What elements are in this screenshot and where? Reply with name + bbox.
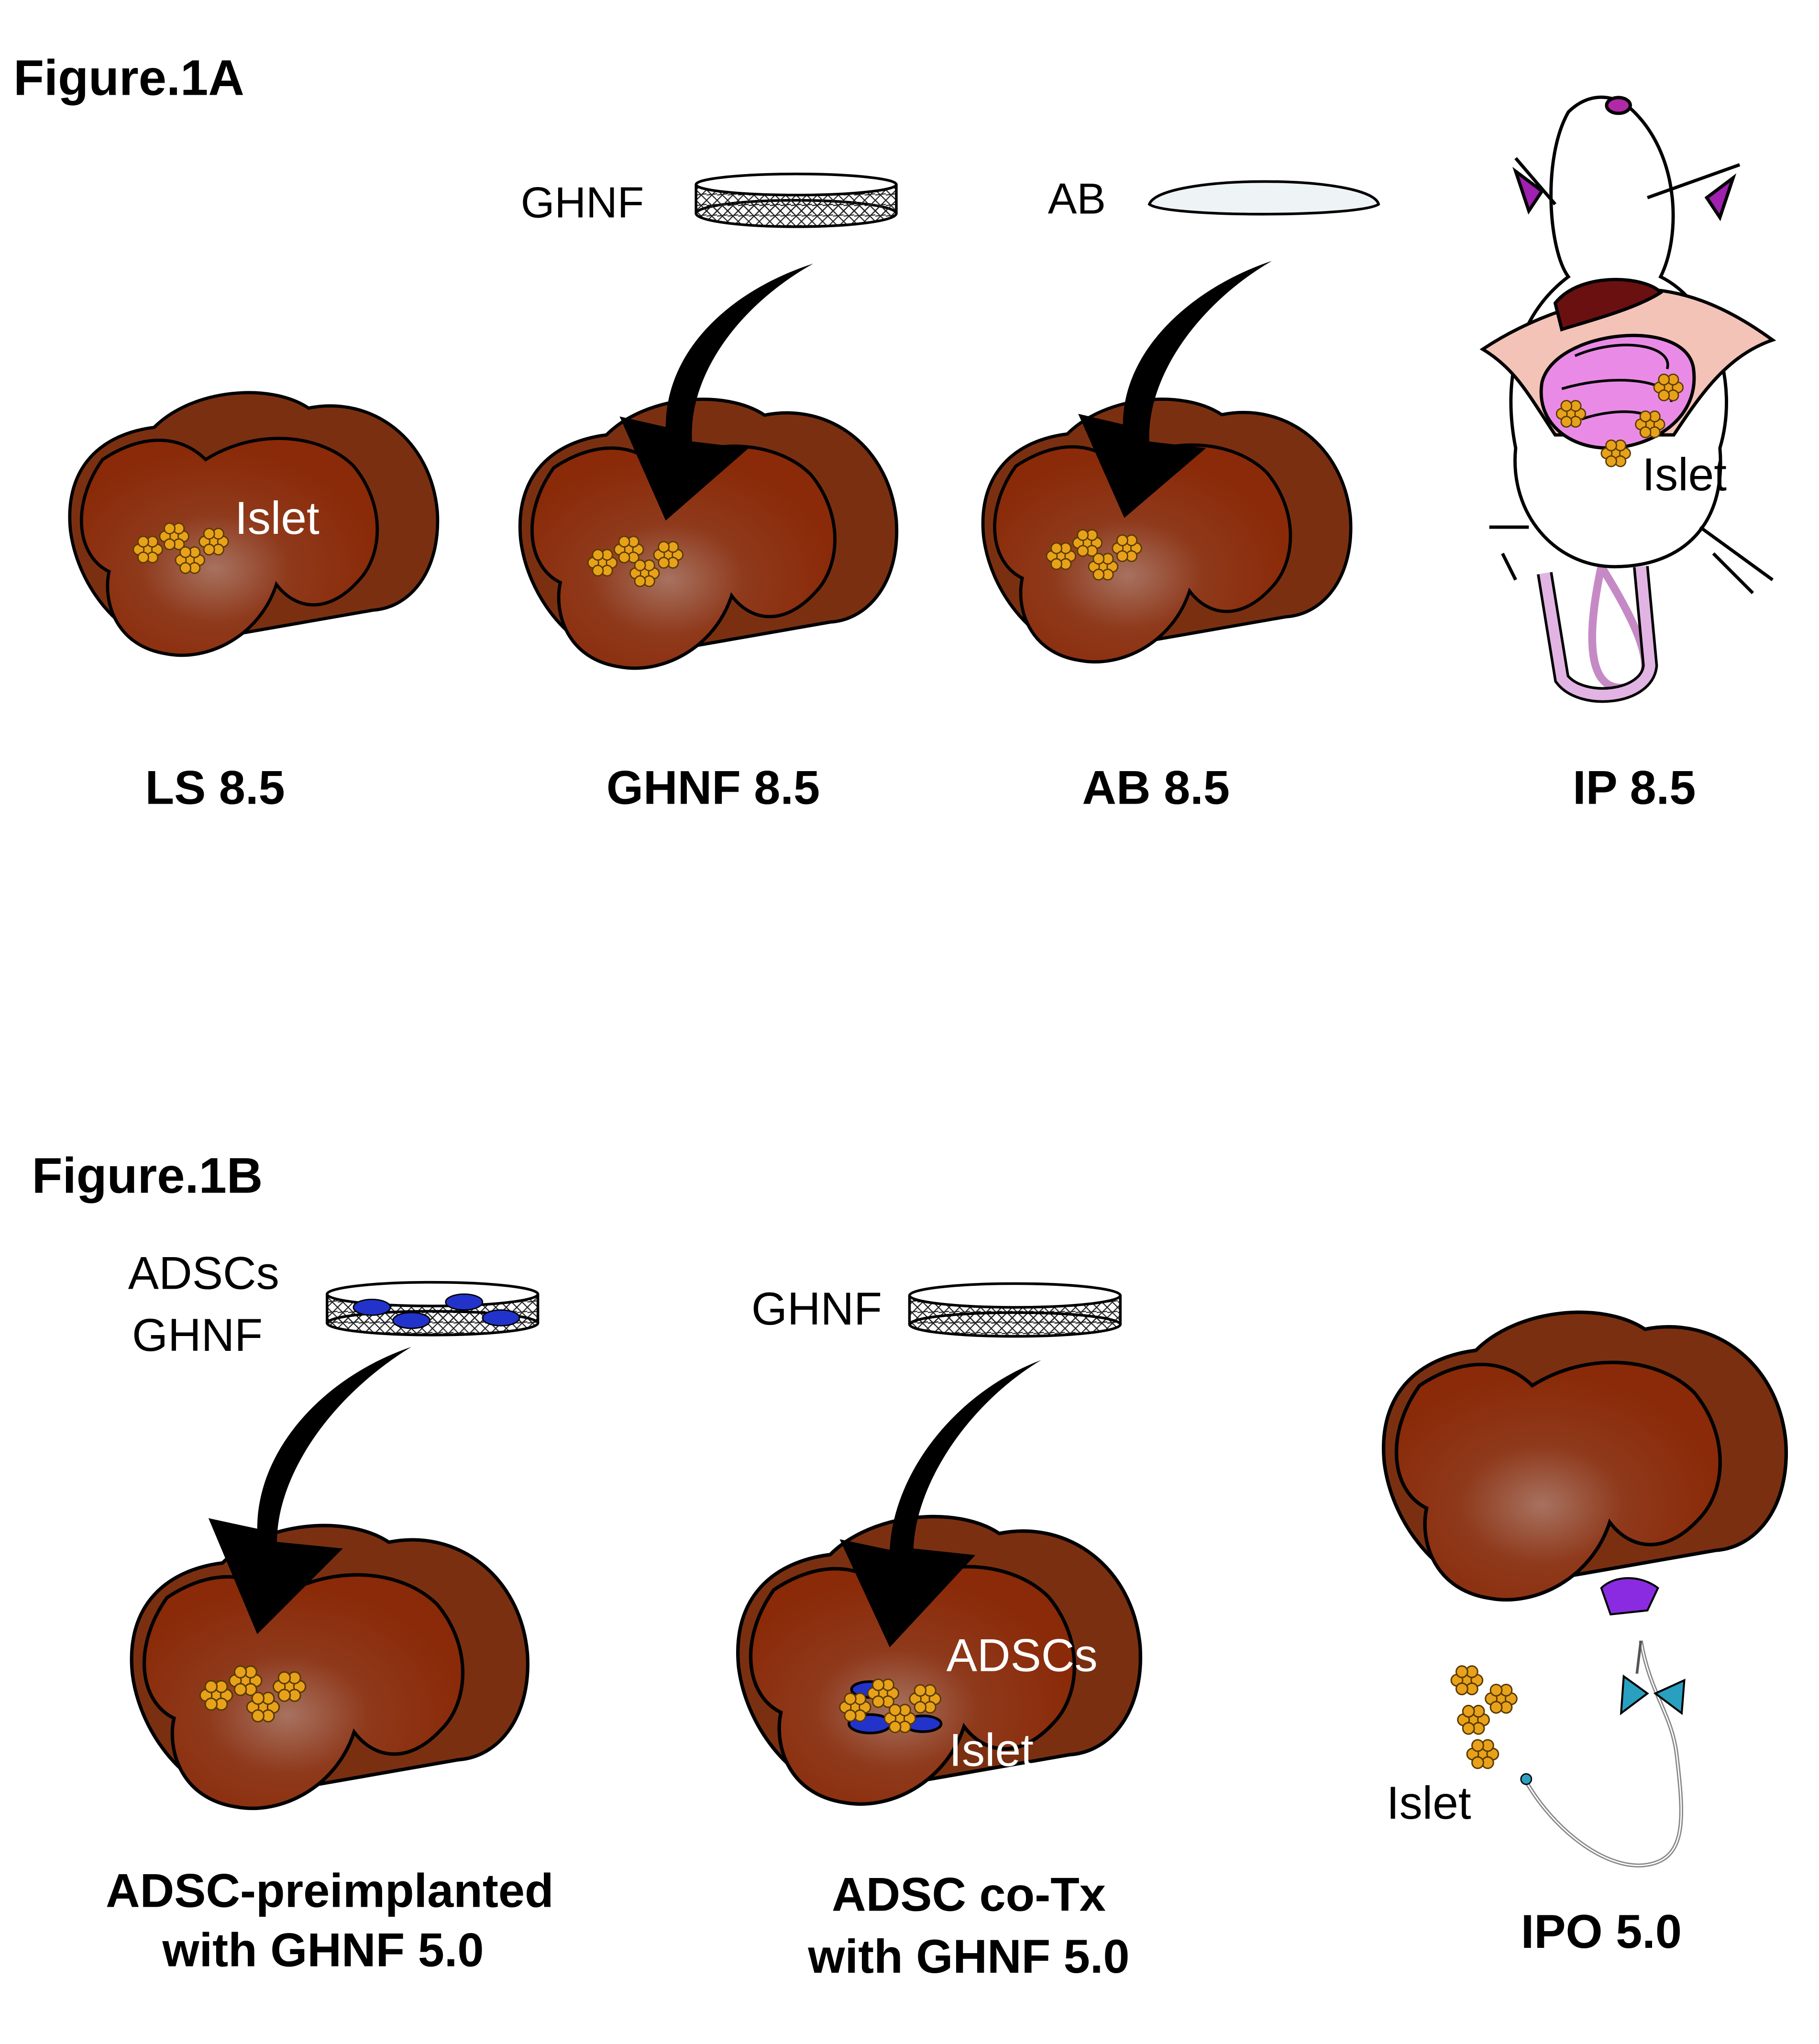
caption-ab: AB 8.5 xyxy=(1082,762,1230,815)
catheter-icon xyxy=(1520,1640,1686,1867)
figure-1a-title: Figure.1A xyxy=(13,50,244,106)
islet-icon xyxy=(1450,1665,1484,1695)
adsc-ghnf-disc-icon xyxy=(326,1281,540,1337)
mouse-islet-label: Islet xyxy=(1642,449,1727,500)
adscs-label: ADSCs xyxy=(128,1248,279,1299)
ghnf-label: GHNF xyxy=(521,179,644,227)
caption-adsc-cotx-line2: with GHNF 5.0 xyxy=(807,1930,1129,1983)
islet-icon xyxy=(1457,1704,1490,1735)
islet-icon xyxy=(1600,439,1631,467)
adscs-label: ADSCs xyxy=(947,1630,1098,1681)
islet-icon xyxy=(1466,1739,1499,1769)
arrow-icon xyxy=(839,1360,1041,1647)
ghnf-label: GHNF xyxy=(751,1283,882,1335)
caption-ipo: IPO 5.0 xyxy=(1521,1905,1682,1958)
caption-adsc-preimplanted-line1: ADSC-preimplanted xyxy=(106,1864,554,1917)
ab-label: AB xyxy=(1048,175,1106,223)
portal-vein-icon xyxy=(1600,1577,1659,1616)
arrow-icon xyxy=(1078,261,1272,518)
caption-adsc-cotx-line1: ADSC co-Tx xyxy=(832,1868,1106,1922)
islet-label: Islet xyxy=(949,1725,1034,1776)
islet-icon xyxy=(1635,410,1665,439)
caption-ls: LS 8.5 xyxy=(145,762,285,815)
islet-icon xyxy=(1485,1683,1518,1714)
arrow-icon xyxy=(619,263,814,521)
ghnf-disc-icon xyxy=(908,1282,1122,1338)
caption-adsc-preimplanted-line2: with GHNF 5.0 xyxy=(162,1923,484,1977)
caption-ghnf: GHNF 8.5 xyxy=(606,762,820,815)
islet-icon xyxy=(1653,374,1684,401)
ipo-islet-label: Islet xyxy=(1387,1778,1471,1829)
figure-1b-title: Figure.1B xyxy=(32,1148,263,1204)
islet-label: Islet xyxy=(235,493,320,544)
mouse-illustration xyxy=(1479,95,1776,703)
ab-sheet-icon xyxy=(1147,180,1380,216)
liver-illustration xyxy=(1384,1312,1786,1600)
ghnf-disc-icon xyxy=(695,172,898,228)
islet-icon xyxy=(1555,400,1587,428)
caption-ip: IP 8.5 xyxy=(1573,762,1696,815)
arrow-icon xyxy=(208,1347,412,1635)
ghnf-label: GHNF xyxy=(132,1310,263,1361)
liver-illustration xyxy=(132,1525,528,1808)
liver-illustration xyxy=(520,399,896,668)
liver-illustration xyxy=(983,399,1351,662)
